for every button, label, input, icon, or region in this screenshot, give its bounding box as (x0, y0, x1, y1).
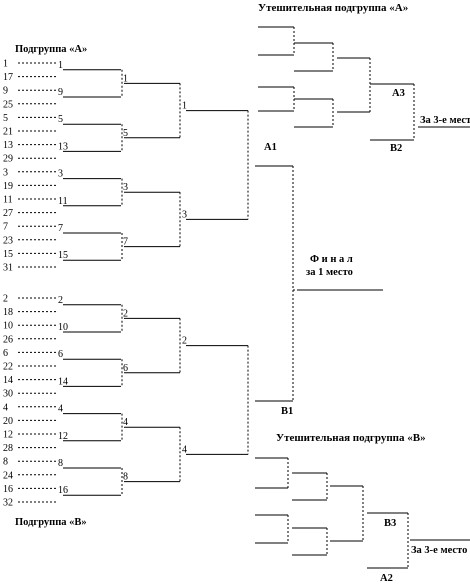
r1-winner-label: 9 (58, 87, 63, 98)
seed-label: 26 (3, 334, 13, 345)
seed-label: 29 (3, 154, 13, 165)
r1-winner-label: 2 (58, 295, 63, 306)
seed-label: 3 (3, 167, 8, 178)
seed-label: 20 (3, 416, 13, 427)
r1-winner-label: 12 (58, 431, 68, 442)
r3-winner-label: 3 (182, 209, 187, 220)
r2-winner-label: 5 (123, 128, 128, 139)
r3-winner-label: 4 (182, 444, 187, 455)
r1-winner-label: 7 (58, 223, 63, 234)
seed-label: 25 (3, 99, 13, 110)
seed-label: 23 (3, 235, 13, 246)
r1-winner-label: 3 (58, 169, 63, 180)
final-subtitle: за 1 место (306, 267, 353, 278)
r1-winner-label: 10 (58, 322, 68, 333)
r3-winner-label: 1 (182, 101, 187, 112)
seed-label: 7 (3, 222, 8, 233)
seed-label: 31 (3, 263, 13, 274)
consolation-b-bracket: B3 A2 (255, 457, 470, 584)
seed-label: 11 (3, 195, 13, 206)
subgroup-b-bracket: 2181026622143042012288241632210614412816… (3, 294, 249, 509)
r2-winner-label: 1 (123, 73, 128, 84)
seed-label: 5 (3, 113, 8, 124)
consolation-b-title: Утешительная подгруппа «В» (276, 432, 426, 444)
finalist-a1-label: A1 (264, 142, 277, 153)
seed-label: 12 (3, 430, 13, 441)
seed-label: 32 (3, 498, 13, 509)
subgroup-a-title: Подгруппа «А» (15, 44, 87, 55)
subgroup-a-bracket: 1179255211329319112772315311951331171515… (3, 59, 249, 274)
r1-winner-label: 16 (58, 485, 68, 496)
seed-label: 8 (3, 457, 8, 468)
r1-winner-label: 4 (58, 404, 63, 415)
seed-label: 18 (3, 307, 13, 318)
consolation-a-a3-label: A3 (392, 88, 405, 99)
r1-winner-label: 5 (58, 114, 63, 125)
seed-label: 19 (3, 181, 13, 192)
r2-winner-label: 4 (123, 417, 128, 428)
seed-label: 2 (3, 294, 8, 305)
seed-label: 16 (3, 484, 13, 495)
seed-label: 15 (3, 249, 13, 260)
finalist-b1-label: B1 (281, 406, 293, 417)
seed-label: 14 (3, 375, 13, 386)
subgroup-b-title: Подгруппа «В» (15, 517, 87, 528)
seed-label: 24 (3, 470, 13, 481)
r2-winner-label: 3 (123, 182, 128, 193)
r1-winner-label: 11 (58, 196, 68, 207)
seed-label: 21 (3, 127, 13, 138)
consolation-b-b3-label: B3 (384, 518, 396, 529)
consolation-a-title: Утешительная подгруппа «А» (258, 2, 408, 14)
third-place-a-label: За 3-е место (420, 115, 470, 126)
r2-winner-label: 6 (123, 363, 128, 374)
seed-label: 22 (3, 362, 13, 373)
seed-label: 17 (3, 72, 13, 83)
r1-winner-label: 13 (58, 141, 68, 152)
seed-label: 9 (3, 86, 8, 97)
r1-winner-label: 1 (58, 60, 63, 71)
r1-winner-label: 15 (58, 250, 68, 261)
final-title: Ф и н а л (310, 254, 353, 265)
seed-label: 1 (3, 59, 8, 70)
r2-winner-label: 8 (123, 472, 128, 483)
seed-label: 6 (3, 348, 8, 359)
r2-winner-label: 2 (123, 308, 128, 319)
consolation-a-bracket: A3 B2 (258, 26, 470, 154)
seed-label: 27 (3, 208, 13, 219)
seed-label: 28 (3, 443, 13, 454)
seed-label: 10 (3, 321, 13, 332)
r1-winner-label: 14 (58, 376, 68, 387)
third-place-b-label: За 3-е место (411, 545, 467, 556)
consolation-b-a2-label: A2 (380, 573, 393, 584)
consolation-a-b2-label: B2 (390, 143, 402, 154)
seed-label: 30 (3, 389, 13, 400)
seed-label: 4 (3, 402, 8, 413)
r1-winner-label: 6 (58, 349, 63, 360)
r3-winner-label: 2 (182, 336, 187, 347)
r1-winner-label: 8 (58, 458, 63, 469)
r2-winner-label: 7 (123, 237, 128, 248)
seed-label: 13 (3, 140, 13, 151)
